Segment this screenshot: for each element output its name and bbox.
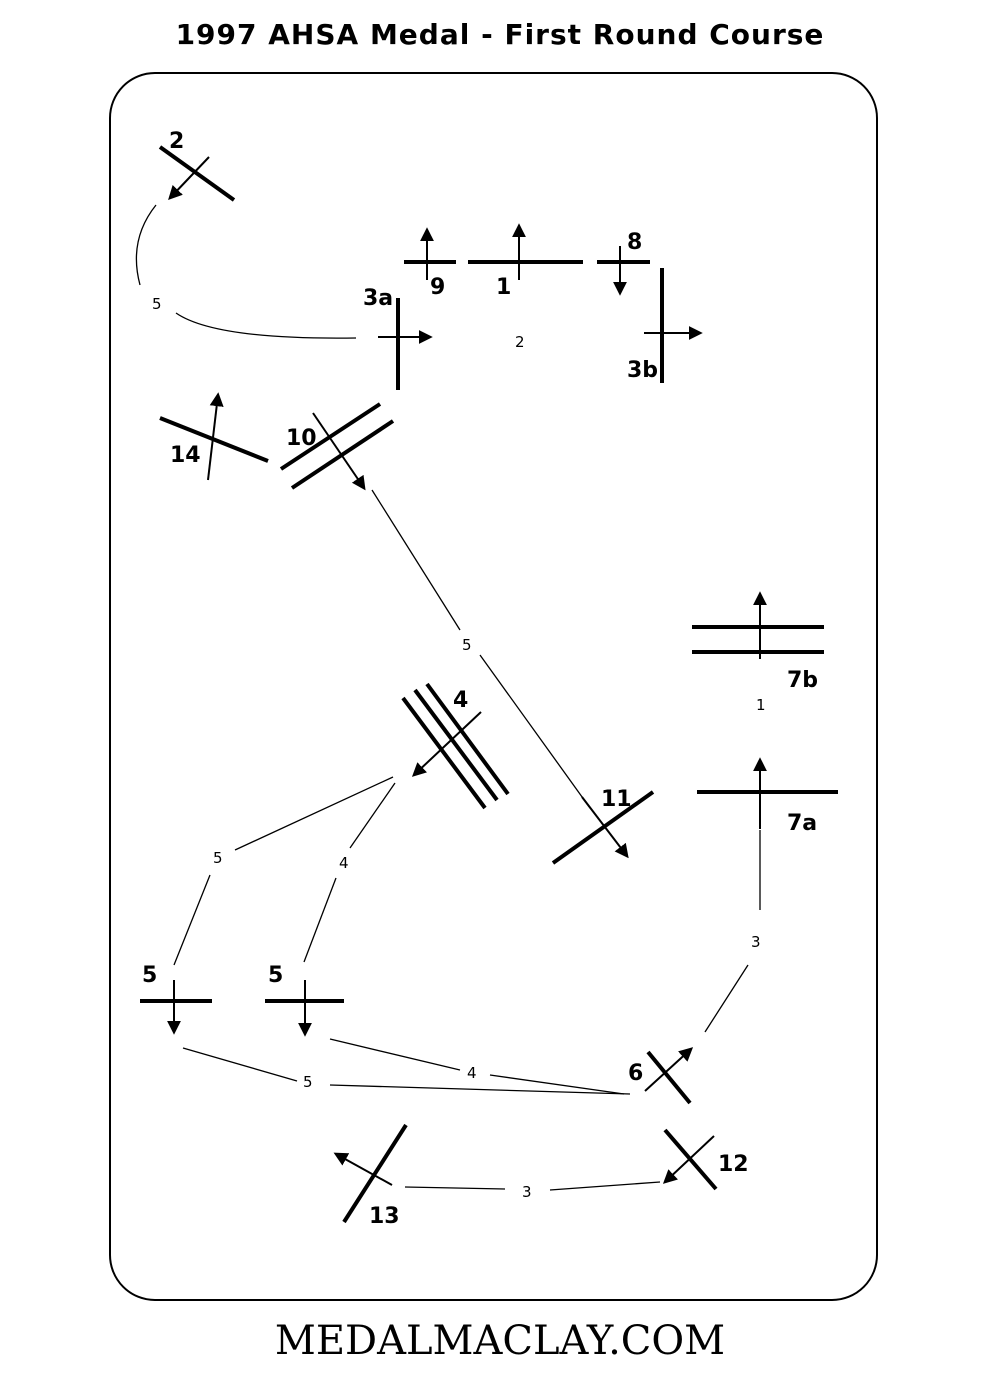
stride-3a-3b: 2 <box>515 333 525 351</box>
course-title: 1997 AHSA Medal - First Round Course <box>175 18 825 51</box>
fence-1-label: 1 <box>496 275 511 300</box>
track-2-to-3a-lower <box>175 312 357 339</box>
stride-12-13: 3 <box>522 1183 532 1201</box>
track-4-to-5a-upper <box>234 776 394 851</box>
fence-12-direction-arrow <box>662 1135 715 1184</box>
stride-5a-6: 5 <box>303 1073 313 1091</box>
fence-2-label: 2 <box>169 129 184 154</box>
fence-14-label: 14 <box>170 443 201 468</box>
fence-14-direction-arrow <box>207 392 224 481</box>
fence-7a-label: 7a <box>787 811 817 836</box>
fence-3b-label: 3b <box>627 358 658 383</box>
fence-4-label: 4 <box>453 688 468 713</box>
fence-13-rail <box>342 1123 408 1224</box>
track-4-to-5a-lower <box>173 874 211 966</box>
track-4-to-5b-lower <box>303 877 337 963</box>
arena-border <box>109 72 878 1301</box>
track-5a-to-6-left <box>182 1047 298 1082</box>
fence-5b-label: 5 <box>268 963 283 988</box>
stride-2-3a: 5 <box>152 295 162 313</box>
stride-7a-7b: 1 <box>756 696 766 714</box>
track-5a-to-6-right <box>329 1084 631 1095</box>
fence-11-label: 11 <box>601 787 632 812</box>
stride-4-5a: 5 <box>213 849 223 867</box>
fence-14-rail <box>159 416 269 463</box>
track-10-to-11-upper <box>371 489 461 631</box>
fence-2-rail <box>158 145 236 202</box>
fence-3a-label: 3a <box>363 286 393 311</box>
stride-4-5b: 4 <box>339 854 349 872</box>
fence-13-label: 13 <box>369 1204 400 1229</box>
fence-9-label: 9 <box>430 275 445 300</box>
fence-6-rail <box>646 1050 692 1105</box>
fence-4-rail-1 <box>401 696 487 810</box>
track-2-to-3a <box>135 204 157 286</box>
fence-6-label: 6 <box>628 1061 643 1086</box>
fence-4-direction-arrow <box>411 711 482 777</box>
track-5b-to-6-left <box>329 1038 461 1071</box>
fence-8-label: 8 <box>627 230 642 255</box>
track-10-to-11-lower <box>479 654 591 809</box>
fence-2-direction-arrow <box>168 156 210 201</box>
track-12-to-13-left <box>404 1186 506 1190</box>
track-4-to-5b-upper <box>349 782 396 849</box>
fence-13-direction-arrow <box>333 1152 393 1186</box>
fence-12-rail <box>663 1128 718 1191</box>
fence-12-label: 12 <box>718 1152 749 1177</box>
fence-6-direction-arrow <box>644 1047 694 1092</box>
stride-6-7a: 3 <box>751 933 761 951</box>
fence-4-rail-2 <box>413 688 499 802</box>
fence-10-label: 10 <box>286 426 317 451</box>
fence-10-rail-back <box>290 419 395 490</box>
track-6-to-7a-lower <box>704 964 749 1033</box>
fence-7b-label: 7b <box>787 668 818 693</box>
stride-10-11: 5 <box>462 636 472 654</box>
fence-10-direction-arrow <box>312 412 366 491</box>
track-12-to-13-right <box>549 1181 661 1191</box>
site-footer: MEDALMACLAY.COM <box>274 1318 726 1364</box>
fence-5a-label: 5 <box>142 963 157 988</box>
track-5b-to-6-right <box>489 1074 625 1095</box>
stride-5b-6: 4 <box>467 1064 477 1082</box>
fence-10-rail-front <box>279 402 382 471</box>
fence-11-rail <box>551 790 655 865</box>
fence-4-rail-3 <box>425 682 510 796</box>
